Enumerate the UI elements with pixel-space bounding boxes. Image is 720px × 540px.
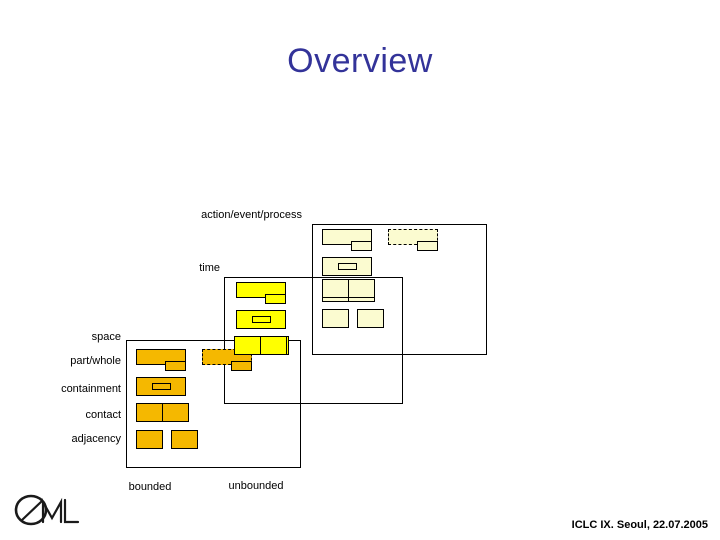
- containment-inner-box: [152, 383, 171, 390]
- glyph-action-containment-bounded: [322, 257, 372, 276]
- glyph-space-containment-bounded: [136, 377, 186, 396]
- adjacency-left-box: [136, 430, 163, 449]
- part-whole-sub-box: [165, 361, 186, 371]
- adjacency-left-box: [322, 309, 349, 328]
- frame-action-event-process: [312, 224, 487, 355]
- frame-space: [126, 340, 301, 468]
- contact-right-box: [260, 336, 287, 355]
- part-whole-sub-box: [417, 241, 438, 251]
- column-label-bounded: bounded: [128, 481, 172, 493]
- part-whole-sub-box: [351, 241, 372, 251]
- contact-left-box: [234, 336, 261, 355]
- row-label-part-whole: part/whole: [70, 355, 121, 367]
- footer-conference-label: ICLC IX. Seoul, 22.07.2005: [571, 519, 708, 531]
- row-label-space: space: [91, 331, 121, 343]
- glyph-space-contact-bounded: [136, 403, 189, 422]
- column-label-unbounded: unbounded: [228, 480, 284, 492]
- part-whole-sub-box: [265, 294, 286, 304]
- adjacency-right-box: [171, 430, 198, 449]
- containment-inner-box: [252, 316, 271, 323]
- glyph-action-contact-overlap: [322, 279, 375, 298]
- glyph-space-part-whole-bounded: [136, 349, 186, 371]
- row-label-containment: containment: [61, 383, 121, 395]
- glyph-time-containment-bounded: [236, 310, 286, 329]
- glyph-action-part-whole-unbounded: [388, 229, 438, 251]
- row-label-adjacency: adjacency: [71, 433, 121, 445]
- glyph-time-contact-unbounded-overlap: [234, 336, 287, 355]
- glyph-action-part-whole-bounded: [322, 229, 372, 251]
- contact-left-box: [322, 279, 349, 298]
- contact-right-box: [162, 403, 189, 422]
- contact-right-box: [348, 279, 375, 298]
- row-label-contact: contact: [85, 409, 121, 421]
- containment-inner-box: [338, 263, 357, 270]
- qml-logo: [12, 488, 84, 534]
- row-label-time: time: [199, 262, 220, 274]
- adjacency-right-box: [357, 309, 384, 328]
- glyph-action-adjacency-bounded: [322, 309, 384, 328]
- qml-logo-icon: [14, 494, 80, 526]
- row-label-action-event-process: action/event/process: [201, 209, 302, 221]
- glyph-time-part-whole-bounded: [236, 282, 286, 304]
- glyph-space-adjacency-bounded: [136, 430, 198, 449]
- part-whole-sub-box: [231, 361, 252, 371]
- page-title: Overview: [287, 42, 433, 80]
- contact-left-box: [136, 403, 163, 422]
